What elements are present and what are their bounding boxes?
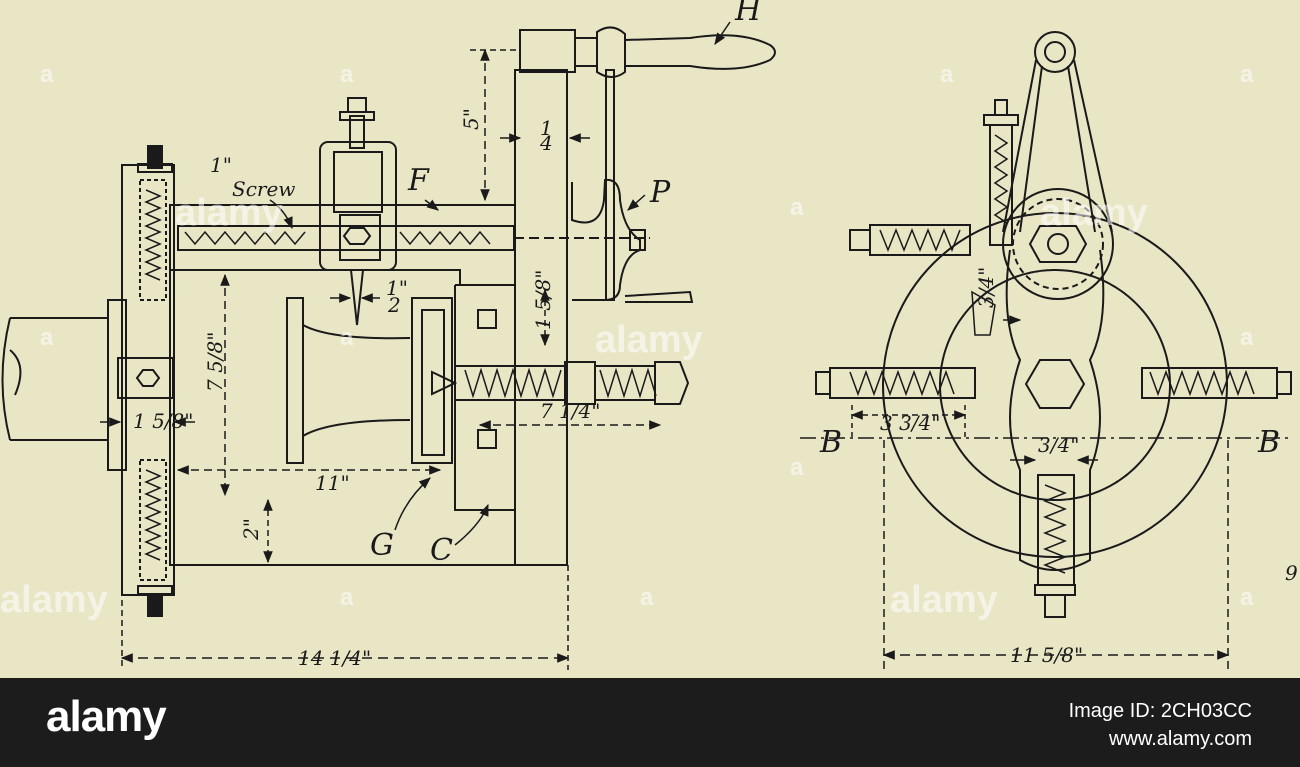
end-top-screw [983,99,1019,246]
center-feed-screw [431,361,690,405]
watermark-a-9: a [790,454,804,481]
end-side-screw-right [1141,367,1292,399]
tool-holder [319,97,397,326]
dim-11: 11" [315,471,350,495]
alamy-logo[interactable]: alamy [46,692,167,741]
side-view-dimensions [100,21,731,670]
screw-callout-word: Screw [232,177,295,201]
center-arm [1005,249,1105,571]
face-plate [882,212,1228,558]
watermark-a-12: a [1240,584,1254,611]
dim-quarter-den: 4 [539,131,553,155]
watermark-a-8: a [1240,324,1254,351]
dim-1-5-8-post: 1 5/8" [531,270,555,330]
set-collar [117,357,174,399]
watermark-a-1: a [40,61,54,88]
label-b-left: B [819,425,842,460]
label-f: F [407,163,430,198]
pulley-small [1034,31,1076,73]
screw-callout-fraction: 1" [210,153,232,177]
watermark-4: alamy [0,579,108,621]
crank-post [514,69,568,566]
end-left-screw [849,224,971,256]
dim-half-num: 1" [386,276,408,300]
dim-7-5-8: 7 5/8" [203,332,227,392]
crank-handle [574,26,776,301]
watermark-a-4: a [1240,61,1254,88]
watermark-5: alamy [890,579,998,621]
image-id-text: Image ID: 2CH03CC [1068,700,1252,722]
watermark-a-2: a [340,61,354,88]
label-h: H [734,0,762,28]
end-view-dimensions [800,290,1290,670]
dim-2: 2" [239,518,263,541]
label-b-right: B [1257,425,1280,460]
end-bottom-screw [1034,474,1076,618]
wheel-being-turned [286,297,411,464]
drawing-labels: H F P G C B B 1" Screw 5" 1 4 1" 2 7 5/8… [133,0,1298,670]
watermark-a-3: a [940,61,954,88]
pulley-p [571,178,694,303]
watermark-a-10: a [340,584,354,611]
watermark-1: alamy [175,192,283,234]
side-elevation-view [1,26,776,617]
left-clamp-screw-bottom [137,459,173,617]
dim-5in: 5" [459,108,483,130]
watermark-a-6: a [340,324,354,351]
watermark-a-7: a [790,194,804,221]
dim-11-5-8: 11 5/8" [1010,643,1083,667]
watermark-2: alamy [595,319,703,361]
dim-14-1-4: 14 1/4" [298,646,371,670]
left-clamp-screw-top [137,145,173,301]
label-c: C [430,533,453,568]
dim-half-den: 2 [387,293,401,317]
watermark-a-11: a [640,584,654,611]
label-g: G [370,528,394,563]
edge-mark: 9 [1285,561,1298,585]
shaft [1,317,108,441]
dim-3-4-center: 3/4" [1038,433,1079,457]
technical-drawing: H F P G C B B 1" Screw 5" 1 4 1" 2 7 5/8… [0,0,1298,670]
dim-3-3-4: 3 3/4" [880,411,940,435]
watermark-3: alamy [1040,192,1148,234]
watermark-layer: alamy alamy alamy alamy alamy a a a a a … [0,61,1254,621]
dim-3-4-top: 3/4" [974,267,998,308]
stock-footer-bar: alamy Image ID: 2CH03CC www.alamy.com [0,678,1300,767]
dim-1-5-8: 1 5/8" [133,409,193,433]
site-url-link[interactable]: www.alamy.com [1109,728,1252,750]
dim-quarter-num: 1 [540,116,553,140]
watermark-a-5: a [40,324,54,351]
label-p: P [649,175,671,210]
left-end-plate [107,299,127,471]
end-elevation-view [815,31,1292,618]
dim-7-1-4: 7 1/4" [540,399,600,423]
end-side-screw-left [815,367,976,399]
